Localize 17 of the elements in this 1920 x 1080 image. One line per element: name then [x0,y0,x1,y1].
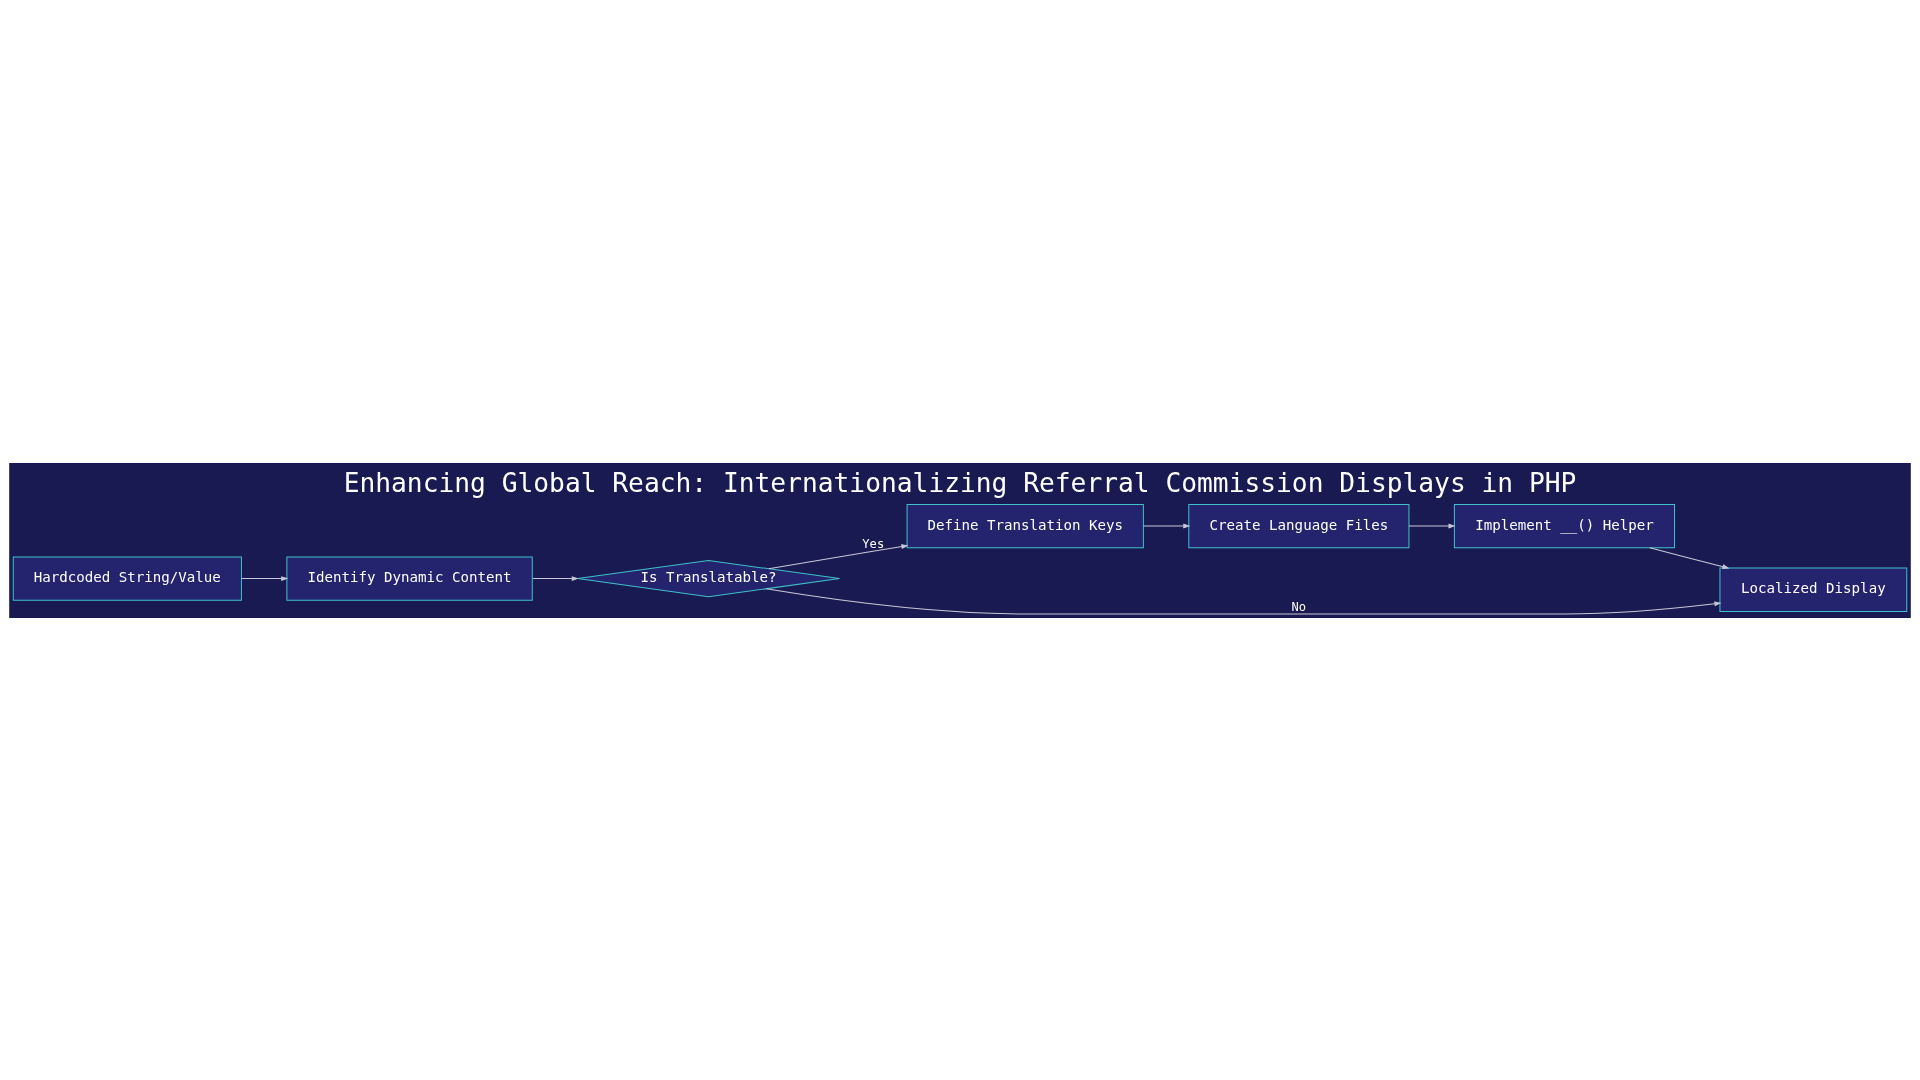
node-box: Localized Display [1719,567,1908,612]
arrow [241,575,289,581]
node-box: Define Translation Keys [906,503,1144,548]
edge-label: Yes [862,536,885,551]
arrow [532,575,579,581]
diagram-title: Enhancing Global Reach: Internationalizing Referral Commission Displays in PHP [343,467,1577,498]
arrow [1142,523,1191,529]
arrow [1649,546,1730,569]
node-box: Implement __() Helper [1453,503,1675,548]
edge-label: No [1291,599,1307,614]
arrow [1408,523,1456,529]
node-box: Hardcoded String/Value [12,555,242,601]
arrow [765,587,1722,614]
arrow [768,543,909,569]
node-box: Create Language Files [1188,503,1410,548]
node-box: Identify Dynamic Content [286,555,533,601]
node-diamond: Is Translatable? [577,559,841,597]
